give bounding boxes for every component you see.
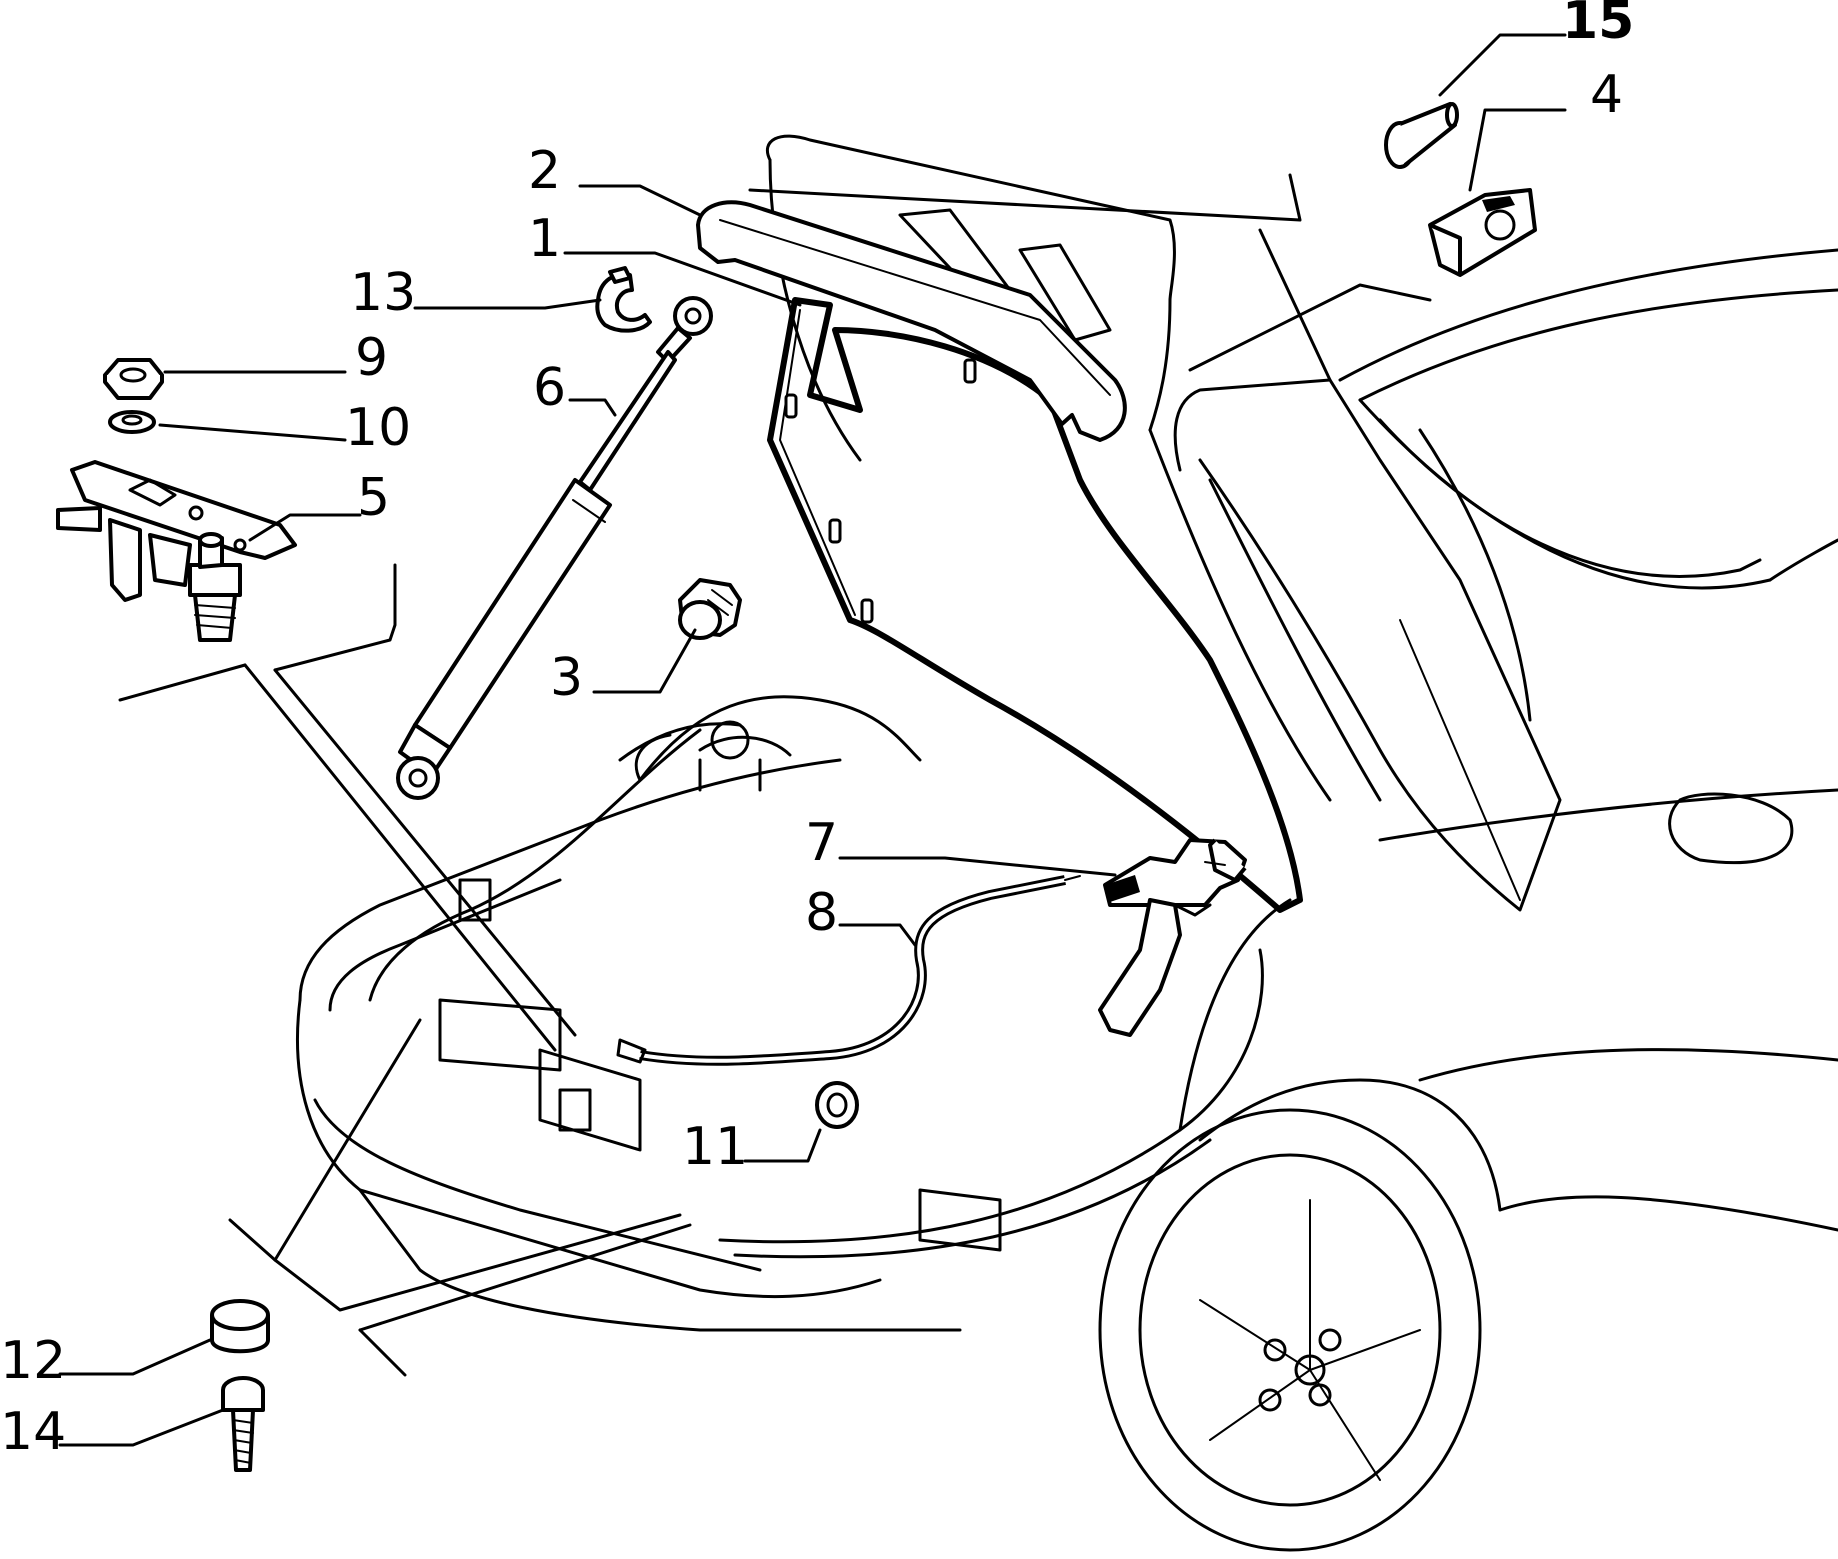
- leader-lines: [58, 33, 1567, 1447]
- part-8-release-cable: [616, 875, 1081, 1066]
- part-1-insulation-pad: [767, 297, 1303, 913]
- callout-labels: 2 1 13 9 10 5 6 3 4 15 7 8 11 12 14: [0, 0, 1634, 1462]
- part-4-bump-stop: [1428, 188, 1537, 277]
- callout-9: 9: [355, 328, 388, 388]
- part-5-latch: [56, 460, 297, 642]
- part-12-cap: [210, 1299, 270, 1354]
- car-body-outline: [296, 248, 1838, 1552]
- part-14-screw: [221, 1376, 265, 1472]
- callout-3: 3: [550, 648, 583, 708]
- part-7-release-lever: [1098, 838, 1247, 1037]
- callout-10: 10: [345, 398, 411, 458]
- part-10-washer: [108, 410, 156, 434]
- part-9-nut: [103, 358, 164, 400]
- part-11-grommet: [815, 1081, 859, 1129]
- callout-2: 2: [528, 141, 561, 201]
- part-3-rubber-buffer: [678, 578, 742, 640]
- callout-6: 6: [533, 358, 566, 418]
- callout-7: 7: [805, 813, 838, 873]
- callout-13: 13: [350, 263, 416, 323]
- part-2-seal-strip: [696, 200, 1127, 442]
- part-15-bolt: [1384, 102, 1459, 169]
- location-indicator-lines: [118, 173, 1432, 1377]
- callout-4: 4: [1590, 65, 1623, 125]
- callout-11: 11: [682, 1117, 748, 1177]
- part-6-gas-strut: [396, 296, 713, 800]
- callout-1: 1: [528, 209, 561, 269]
- callout-8: 8: [805, 883, 838, 943]
- part-13-clip: [595, 266, 652, 333]
- callout-5: 5: [357, 468, 390, 528]
- callout-12: 12: [0, 1331, 66, 1391]
- callout-15: 15: [1562, 0, 1634, 51]
- callout-14: 14: [0, 1402, 66, 1462]
